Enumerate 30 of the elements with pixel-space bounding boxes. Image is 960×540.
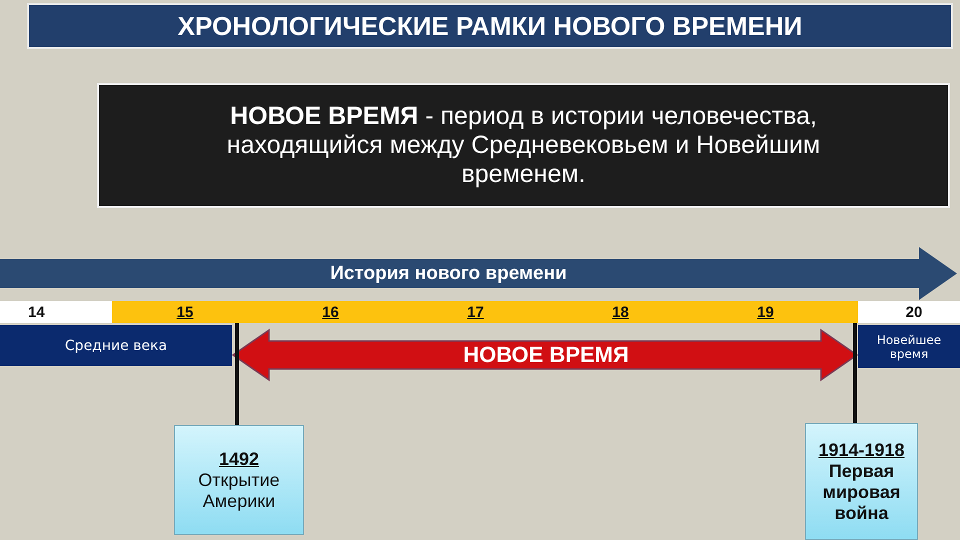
definition-text: НОВОЕ ВРЕМЯ - период в истории человечества, находящийся между Средневековьем и Новейшим временем. <box>226 102 822 189</box>
century-cell <box>0 301 112 323</box>
event-text: Открытие Америки <box>197 470 281 512</box>
leader-line <box>853 323 857 423</box>
century-cell <box>112 301 258 323</box>
century-cell <box>858 301 960 323</box>
leader-line <box>235 323 239 425</box>
edge-label: НОВОЕ ВРЕМЯ <box>463 342 629 368</box>
period-label: Новейшее время <box>876 332 942 360</box>
century-cell <box>838 301 858 323</box>
arrow-label: История нового времени <box>330 262 567 284</box>
period-box <box>858 325 960 368</box>
century-number: 15 <box>176 304 194 320</box>
period-label: Средние века <box>64 338 168 354</box>
century-number: 18 <box>612 304 629 320</box>
event-box <box>805 423 918 540</box>
timeline-arrow <box>0 247 957 300</box>
double-arrow <box>232 328 858 382</box>
century-number: 20 <box>906 304 922 320</box>
period-box <box>0 325 232 366</box>
event-text: Первая мировая война <box>822 460 902 524</box>
century-number: 19 <box>757 304 774 320</box>
title-banner: ХРОНОЛОГИЧЕСКИЕ РАМКИ НОВОГО ВРЕМЕНИ <box>27 3 953 49</box>
definition-box <box>97 83 950 208</box>
century-number: 17 <box>467 304 484 320</box>
event-date: 1492 <box>218 448 260 470</box>
century-number: 16 <box>322 304 339 320</box>
event-date: 1914-1918 <box>818 440 905 460</box>
century-number: 14 <box>28 304 45 320</box>
event-box <box>174 425 304 535</box>
